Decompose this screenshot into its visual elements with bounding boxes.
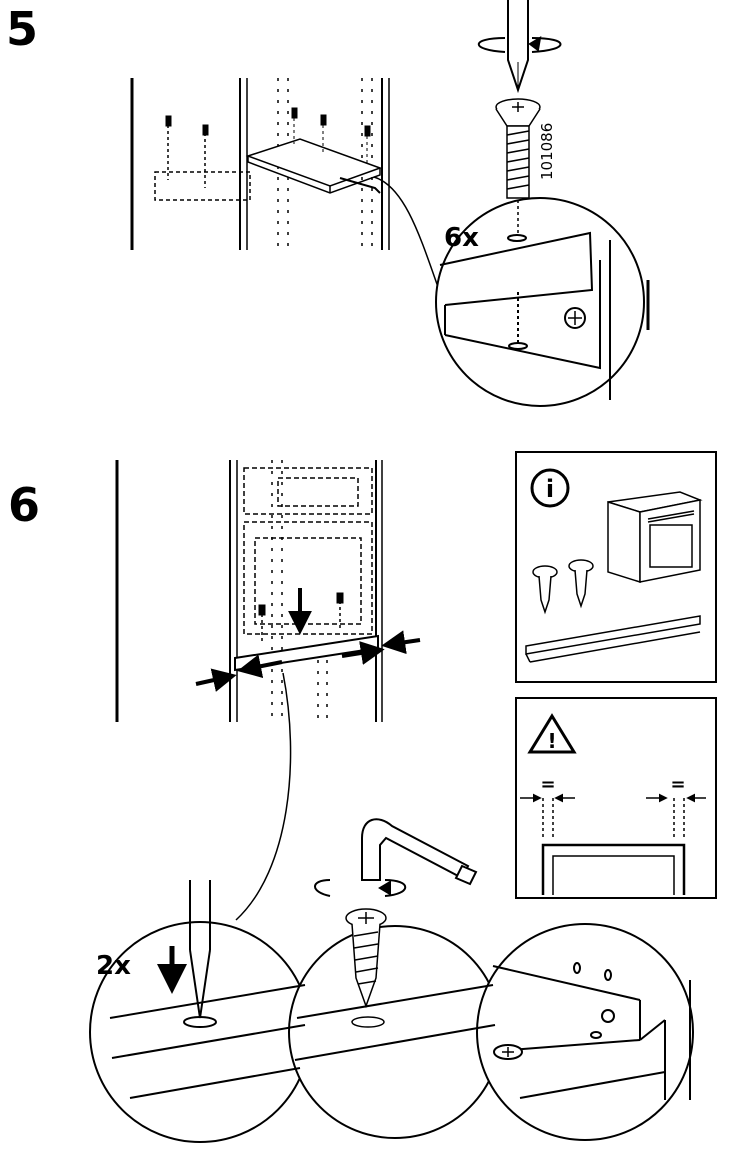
step5-screws-small	[165, 107, 371, 165]
step5-cabinet	[130, 78, 390, 250]
part-number-label: 101086	[538, 123, 556, 180]
screwdriver-icon	[477, 0, 562, 94]
pan-head-screw-icon	[294, 908, 496, 1061]
equal-gap-right: =	[670, 774, 685, 795]
warning-icon: !	[527, 713, 577, 754]
oven-icon	[607, 491, 703, 584]
zoom3-detail	[492, 962, 691, 1100]
step6-callout-line	[235, 672, 292, 921]
step5-zoom-circle	[435, 197, 645, 407]
step6-arrows	[195, 588, 421, 692]
step-number-5: 5	[6, 2, 39, 56]
step6-cabinet	[115, 460, 383, 722]
equal-gap-left: =	[540, 774, 555, 795]
info-icon: i	[530, 468, 570, 508]
step6-zoom-circle-2	[288, 925, 502, 1139]
svg-text:!: !	[547, 729, 556, 753]
equal-gap-diagram	[520, 793, 706, 895]
mounting-rail-icon	[525, 615, 701, 663]
step6-quantity: 2x	[96, 951, 131, 981]
countersunk-screw-icon	[495, 98, 541, 236]
step5-quantity: 6x	[444, 223, 479, 253]
allen-key-icon	[314, 818, 478, 897]
zoom1-detail	[109, 880, 306, 1099]
svg-text:i: i	[546, 475, 554, 503]
step-number-6: 6	[8, 478, 41, 532]
pan-head-screw-pair-icon	[532, 559, 594, 615]
step5-zoom-detail	[439, 231, 650, 400]
step6-zoom-circle-3	[476, 923, 694, 1141]
step5-shelf	[154, 125, 383, 201]
